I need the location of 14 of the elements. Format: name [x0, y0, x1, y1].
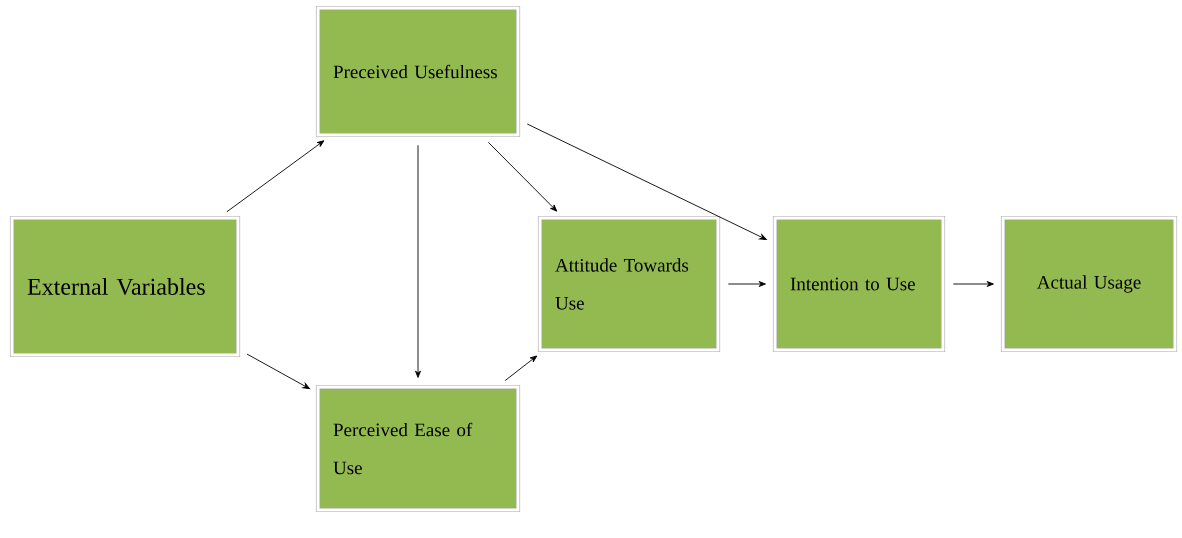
process-box: Actual Usage — [1000, 215, 1178, 353]
process-box: External Variables — [9, 215, 241, 358]
arrow — [952, 281, 994, 287]
arrow — [415, 144, 421, 378]
process-box: Attitude Towards Use — [537, 215, 721, 353]
arrow — [727, 281, 766, 287]
arrow — [487, 141, 558, 212]
process-box: Perceived Ease of Use — [315, 384, 521, 513]
process-box: Preceived Usefulness — [315, 5, 521, 138]
arrow — [226, 140, 325, 213]
arrow — [526, 123, 767, 240]
process-box: Intention to Use — [772, 215, 946, 353]
arrow — [246, 353, 311, 390]
arrow — [504, 355, 538, 381]
